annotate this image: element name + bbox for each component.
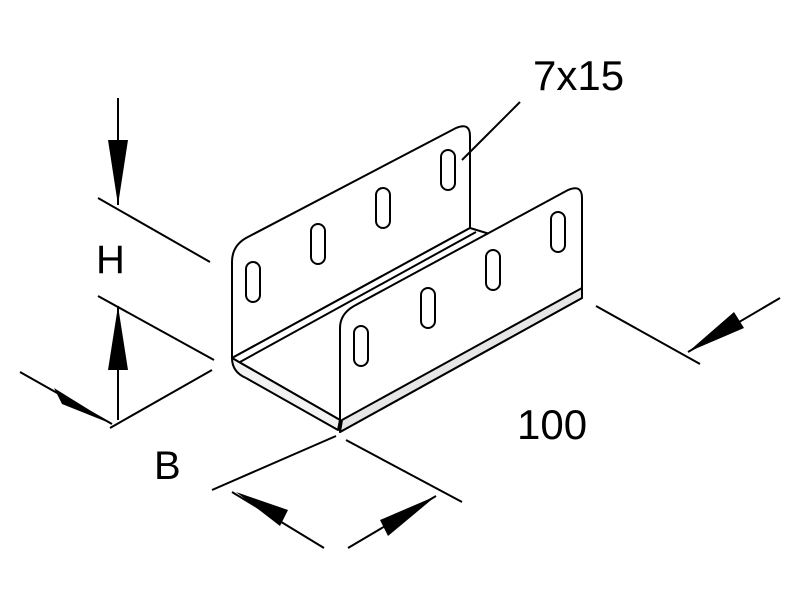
length-label: 100 [517,401,588,448]
height-label: H [96,238,125,282]
length-ext-right [595,305,701,365]
slot [440,149,456,191]
width-label: B [154,444,181,488]
front-wall-slots [353,211,566,367]
slot [420,287,436,329]
slot-leader-line [461,101,521,161]
arrowhead [108,306,128,370]
slot [310,223,326,265]
base-bend [231,357,341,431]
slot [245,261,261,303]
slot [550,211,566,253]
width-ext-right [211,435,337,491]
width-ext-left [109,369,213,429]
front-wall [339,187,583,433]
arrowhead [108,140,128,205]
back-wall [231,125,471,359]
connector-part [231,125,583,433]
back-bend-line [239,231,477,363]
length-ext-left [345,439,463,503]
arrowhead [54,388,112,424]
back-wall-slots [245,149,456,303]
arrowhead [380,496,436,536]
length-arrowheads [380,312,744,536]
front-wall-edge [339,287,583,433]
width-arrowheads [54,388,288,526]
slot [375,187,391,229]
arrowhead [688,312,744,352]
height-ext-top [97,197,211,263]
slot-size-label: 7x15 [533,52,625,99]
height-arrowheads [108,140,128,370]
slot [353,325,369,367]
slot [485,249,501,291]
arrowhead [236,492,288,526]
